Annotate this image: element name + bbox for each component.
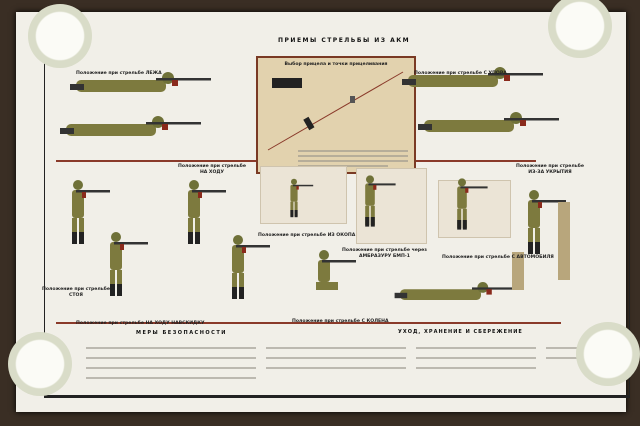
label-embrasure: Положение при стрельбе через АМБРАЗУРУ Б…	[342, 248, 427, 259]
poster-frame	[44, 40, 630, 398]
poster: ПРИЕМЫ СТРЕЛЬБЫ ИЗ АКМ Выбор прицела и т…	[16, 12, 630, 412]
standing-soldier	[457, 178, 488, 230]
prone-soldier	[418, 112, 559, 132]
prone-soldier	[402, 67, 543, 87]
poster-title: ПРИЕМЫ СТРЕЛЬБЫ ИЗ АКМ	[278, 37, 411, 44]
tape-roll	[576, 322, 640, 386]
label-trench: Положение при стрельбе ИЗ ОКОПА	[258, 233, 356, 238]
label-kneeling: Положение при стрельбе С КОЛЕНА	[292, 319, 389, 324]
trajectory-diagram	[267, 71, 404, 151]
label-rest: Положение при стрельбе С УПОРА	[414, 71, 507, 76]
tree-trunk	[512, 252, 524, 290]
tape-roll	[548, 0, 612, 58]
tape-roll	[8, 332, 72, 396]
divider	[56, 322, 561, 324]
label-standing: Положение при стрельбе СТОЯ	[42, 287, 110, 298]
standing-soldier	[365, 175, 396, 227]
prone-soldier	[70, 72, 211, 92]
trench-scene	[260, 166, 347, 224]
standing-soldier	[528, 190, 566, 254]
label-cover: Положение при стрельбе ИЗ-ЗА УКРЫТИЯ	[516, 164, 584, 175]
soldier-illustrations	[60, 67, 570, 300]
standing-soldier	[232, 235, 270, 299]
section-safety: МЕРЫ БЕЗОПАСНОСТИ	[136, 330, 227, 336]
section-care: УХОД, ХРАНЕНИЕ И СБЕРЕЖЕНИЕ	[398, 329, 523, 335]
divider	[56, 160, 256, 162]
kneeling-soldier	[316, 250, 356, 290]
label-vehicle: Положение при стрельбе С АВТОМОБИЛЯ	[442, 255, 554, 260]
tree-trunk	[558, 202, 570, 280]
prone-soldier	[60, 116, 201, 136]
label-hip: Положение при стрельбе НА ХОДУ НАВСКИДКУ	[76, 321, 205, 326]
label-moving: Положение при стрельбе НА ХОДУ	[178, 164, 246, 175]
standing-soldier	[188, 180, 226, 244]
standing-soldier	[290, 178, 314, 218]
center-panel-title: Выбор прицела и точки прицеливания	[284, 62, 388, 67]
tape-roll	[28, 4, 92, 68]
standing-soldier	[110, 232, 148, 296]
prone-soldier	[394, 282, 522, 300]
standing-soldier	[72, 180, 110, 244]
divider	[416, 160, 536, 162]
vehicle-scene	[438, 180, 511, 238]
label-prone: Положение при стрельбе ЛЕЖА	[76, 71, 162, 76]
